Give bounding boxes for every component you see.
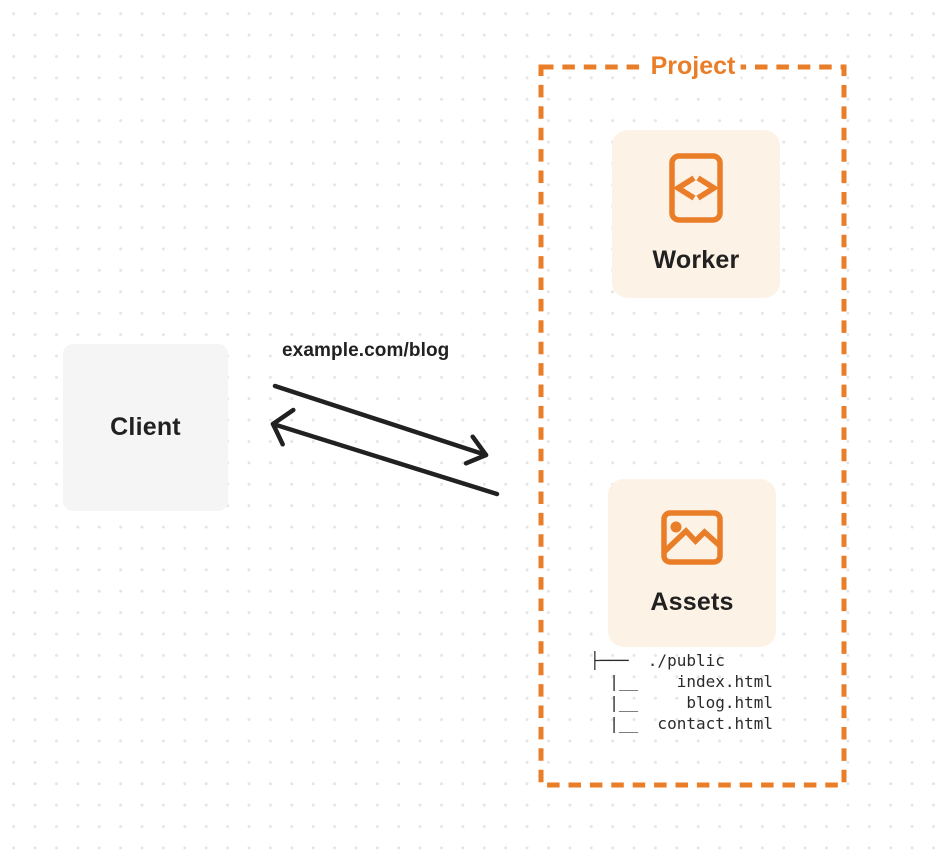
worker-label: Worker bbox=[652, 246, 740, 274]
asset-directory-tree: ├─── ./public |__ index.html |__ blog.ht… bbox=[590, 651, 774, 733]
image-icon bbox=[661, 509, 723, 565]
response-arrow-head bbox=[270, 407, 296, 447]
response-arrow-shaft bbox=[270, 421, 500, 497]
code-document-icon bbox=[669, 153, 723, 223]
client-node: Client bbox=[63, 344, 228, 511]
request-arrow-shaft bbox=[272, 383, 489, 458]
project-label: Project bbox=[645, 52, 741, 81]
request-url-label: example.com/blog bbox=[282, 340, 450, 361]
assets-node: Assets bbox=[608, 479, 776, 647]
worker-node: Worker bbox=[612, 130, 780, 298]
assets-label: Assets bbox=[650, 587, 734, 616]
client-label: Client bbox=[110, 413, 181, 441]
request-arrow-head bbox=[463, 434, 489, 466]
